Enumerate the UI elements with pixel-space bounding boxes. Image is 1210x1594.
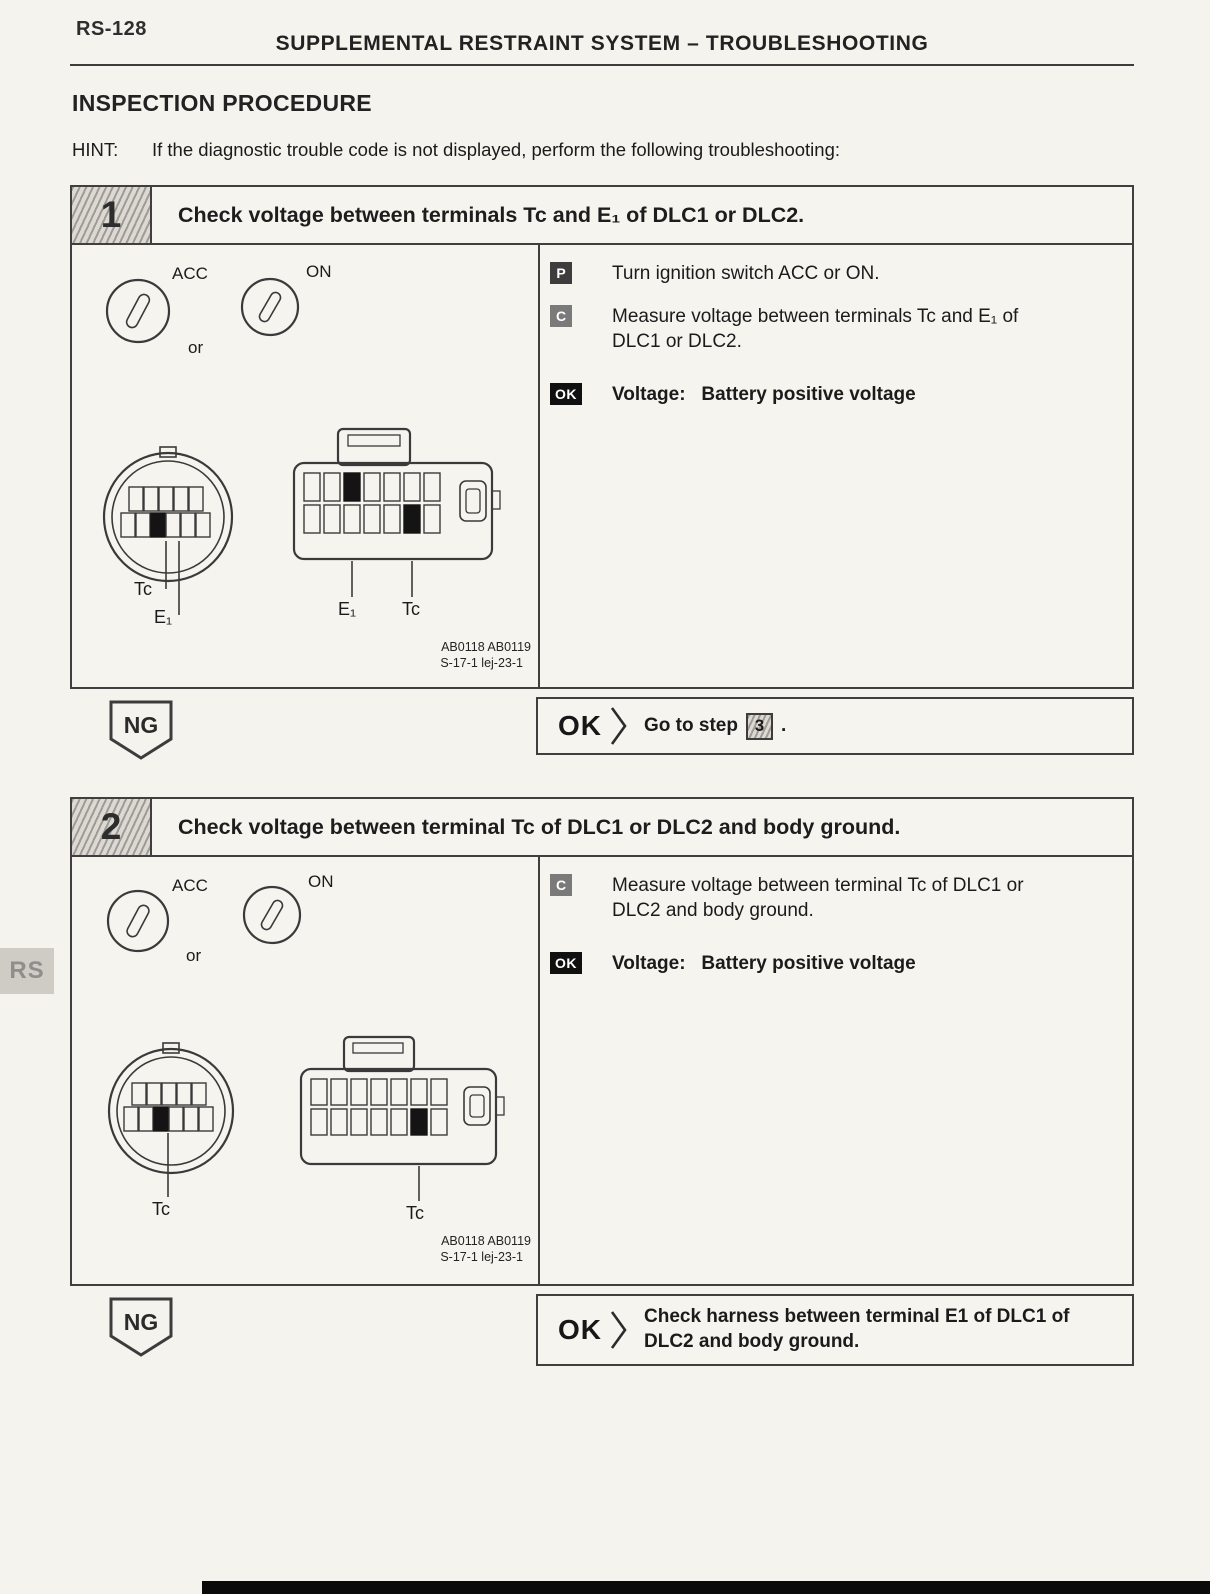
ignition-key-acc-icon: ACC	[106, 876, 208, 953]
rect-pin-label-tc: Tc	[402, 599, 420, 619]
instruction-text: Turn ignition switch ACC or ON.	[612, 263, 880, 284]
round-pin-label-e1: E₁	[154, 607, 172, 627]
svg-text:ON: ON	[306, 262, 332, 281]
step-1-figure-cell: ACC ON or	[72, 245, 540, 687]
ng-flag-icon: NG	[109, 1297, 173, 1357]
instruction-text: Measure voltage between terminals Tc and…	[612, 306, 1024, 353]
step-1-title: Check voltage between terminals Tc and E…	[178, 202, 805, 227]
page-number: RS-128	[76, 18, 147, 40]
instruction-text: Voltage: Battery positive voltage	[612, 384, 916, 406]
instruction-text: Voltage: Battery positive voltage	[612, 953, 916, 975]
header-title: SUPPLEMENTAL RESTRAINT SYSTEM – TROUBLES…	[275, 32, 929, 55]
step-2-header: 2 Check voltage between terminal Tc of D…	[72, 799, 1132, 857]
ok-badge: OK	[550, 952, 582, 975]
step-2-result-row: NG OK Check harness between terminal E1 …	[70, 1294, 1134, 1378]
ng-flag: NG	[108, 1296, 174, 1358]
bottom-scan-bar	[202, 1581, 1210, 1594]
badge-wrap: C	[550, 873, 612, 896]
rect-connector-icon: E₁ Tc	[292, 427, 501, 619]
figure-caption-1: AB0118 AB0119	[441, 1234, 531, 1248]
step-1-result-row: NG OK Go to step 3 .	[70, 697, 1134, 773]
or-label: or	[186, 946, 201, 965]
instruction-row: P Turn ignition switch ACC or ON.	[550, 261, 1114, 286]
ok-label: OK	[558, 1314, 602, 1345]
ok-action-post: .	[780, 715, 787, 736]
section-title: INSPECTION PROCEDURE	[72, 90, 372, 116]
hint-label: HINT:	[72, 139, 119, 160]
instruction-row: C Measure voltage between terminal Tc of…	[550, 873, 1114, 923]
ignition-key-on-icon: ON	[240, 262, 332, 337]
step-2-figure-cell: ACC ON or	[72, 857, 540, 1284]
step-1-connector-figure: ACC ON or	[102, 262, 531, 670]
step-2-body: ACC ON or	[72, 857, 1132, 1284]
badge-wrap: OK	[550, 951, 612, 975]
side-tab-rs: RS	[0, 948, 54, 994]
chevron-right-icon	[610, 705, 628, 747]
figure-caption-2: S-17-1 lej-23-1	[440, 1250, 523, 1264]
ok-action: Go to step 3 .	[644, 712, 787, 740]
instruction-row: C Measure voltage between terminals Tc a…	[550, 304, 1114, 354]
ok-result-box: OK Check harness between terminal E1 of …	[536, 1294, 1134, 1366]
ng-flag: NG	[108, 699, 174, 761]
badge-wrap: OK	[550, 382, 612, 406]
ignition-key-on-icon: ON	[242, 872, 334, 945]
step-1-panel: 1 Check voltage between terminals Tc and…	[70, 185, 1134, 689]
figure-caption-1: AB0118 AB0119	[441, 640, 531, 654]
svg-text:ON: ON	[308, 872, 334, 891]
check-badge: C	[550, 305, 572, 328]
ng-flag-icon: NG	[109, 700, 173, 760]
svg-text:ACC: ACC	[172, 264, 208, 283]
or-label: or	[188, 338, 203, 357]
hint-text: If the diagnostic trouble code is not di…	[152, 139, 840, 160]
check-badge: C	[550, 874, 572, 896]
ok-action-pre: Go to step	[644, 715, 738, 736]
instruction-row: OK Voltage: Battery positive voltage	[550, 382, 1114, 407]
svg-text:NG: NG	[124, 1309, 159, 1335]
procedure-badge: P	[550, 262, 572, 284]
figure-caption-2: S-17-1 lej-23-1	[440, 656, 523, 670]
step-2-connector-figure: ACC ON or	[106, 872, 531, 1264]
manual-page: RS-128 SUPPLEMENTAL RESTRAINT SYSTEM – T…	[70, 16, 1134, 1378]
ignition-key-acc-icon: ACC	[105, 264, 208, 344]
round-connector-icon: Tc E₁	[102, 446, 234, 627]
step-1-number-cell: 1	[72, 187, 152, 243]
step-1-body: ACC ON or	[72, 245, 1132, 687]
round-pin-label-tc: Tc	[152, 1199, 170, 1219]
badge-wrap: P	[550, 261, 612, 284]
round-connector-icon: Tc	[107, 1042, 235, 1219]
step-1-instructions: P Turn ignition switch ACC or ON. C Meas…	[540, 245, 1132, 687]
step-2-instructions: C Measure voltage between terminal Tc of…	[540, 857, 1132, 1284]
step-2-panel: 2 Check voltage between terminal Tc of D…	[70, 797, 1134, 1286]
rect-pin-label-tc: Tc	[406, 1203, 424, 1223]
instruction-text: Measure voltage between terminal Tc of D…	[612, 875, 1029, 922]
step-3-box: 3	[745, 712, 773, 740]
step-1-header: 1 Check voltage between terminals Tc and…	[72, 187, 1132, 245]
chevron-right-icon	[610, 1309, 628, 1351]
svg-text:NG: NG	[124, 712, 159, 738]
hint-row: HINT: If the diagnostic trouble code is …	[72, 139, 1134, 161]
rect-connector-icon: Tc	[299, 1035, 505, 1223]
round-pin-label-tc: Tc	[134, 579, 152, 599]
svg-text:ACC: ACC	[172, 876, 208, 895]
ok-action: Check harness between terminal E1 of DLC…	[644, 1306, 1070, 1352]
ok-label: OK	[558, 710, 602, 741]
step-2-title: Check voltage between terminal Tc of DLC…	[178, 814, 901, 839]
page-header: RS-128 SUPPLEMENTAL RESTRAINT SYSTEM – T…	[70, 16, 1134, 64]
instruction-row: OK Voltage: Battery positive voltage	[550, 951, 1114, 976]
badge-wrap: C	[550, 304, 612, 328]
rect-pin-label-e1: E₁	[338, 599, 356, 619]
step-2-number-cell: 2	[72, 799, 152, 855]
header-rule	[70, 64, 1134, 66]
ok-badge: OK	[550, 383, 582, 406]
ok-result-box: OK Go to step 3 .	[536, 697, 1134, 755]
